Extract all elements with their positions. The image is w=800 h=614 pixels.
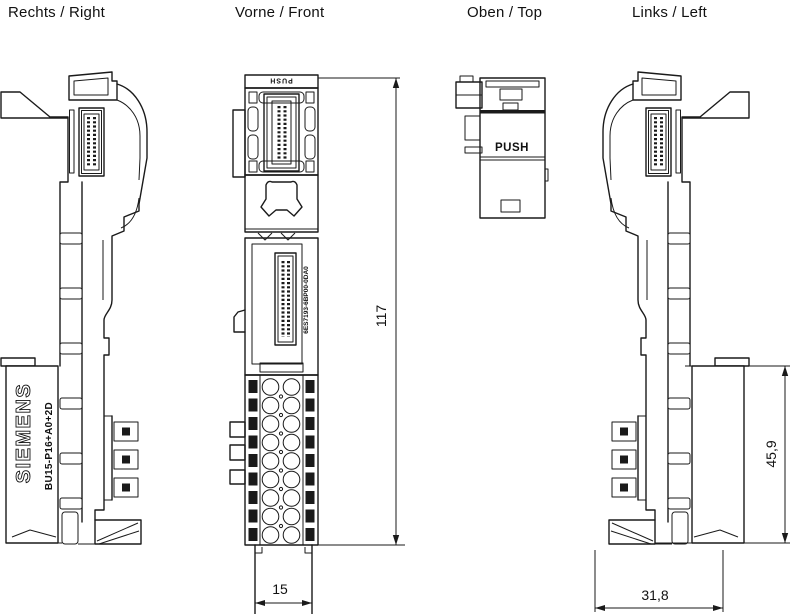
order-number-text: 6ES7193-6BP00-0DA0 — [303, 266, 310, 334]
housing-ribs — [59, 232, 83, 510]
view-label-left: Links / Left — [632, 4, 707, 21]
din-rail-bracket — [0, 91, 69, 119]
view-label-front: Vorne / Front — [235, 4, 325, 21]
dim-15-text: 15 — [272, 581, 288, 597]
dimension-117: 117 — [318, 77, 405, 546]
front-push-label: PUSH — [269, 77, 292, 84]
bus-connector — [78, 107, 105, 177]
push-label: PUSH — [495, 142, 529, 154]
shield-cutout — [260, 180, 303, 217]
view-label-right: Rechts / Right — [8, 4, 106, 21]
brand-text: SIEMENS — [13, 383, 35, 484]
rail-hook — [233, 309, 246, 333]
top-view-drawing: PUSH — [455, 75, 549, 219]
terminal-holes — [261, 378, 301, 544]
front-tab — [0, 357, 36, 367]
front-view-drawing: PUSH — [229, 74, 405, 614]
top-cap — [68, 71, 118, 101]
top-tab — [459, 75, 474, 82]
mirrored-side-profile — [601, 70, 751, 546]
front-label-body — [5, 365, 59, 544]
right-view-drawing: SIEMENS BU15-P16+A0+2D — [0, 71, 148, 545]
dim-45-9-text: 45,9 — [763, 440, 779, 467]
side-flange — [232, 109, 246, 178]
dimension-31-8: 31,8 — [594, 550, 724, 612]
mounting-shield-section — [244, 174, 319, 233]
dimension-15: 15 — [255, 581, 312, 606]
dimension-45-9: 45,9 — [655, 365, 790, 544]
wiring-tabs — [229, 421, 246, 485]
model-text: BU15-P16+A0+2D — [44, 402, 55, 490]
right-notch — [545, 168, 549, 182]
side-latch — [464, 115, 481, 141]
left-view-drawing: 45,9 31,8 — [594, 70, 790, 612]
front-upper-connector — [244, 87, 319, 176]
terminal-clamps — [248, 380, 315, 541]
side-profile-outline — [0, 71, 148, 545]
mounting-foot — [58, 511, 142, 545]
side-slot — [69, 109, 75, 174]
bottom-opening — [500, 199, 521, 213]
view-label-top: Oben / Top — [467, 4, 543, 21]
front-label-frame: 6ES7193-6BP00-0DA0 — [244, 237, 319, 376]
dim-31-8-text: 31,8 — [641, 587, 668, 603]
terminal-block — [229, 374, 319, 546]
divider-band — [480, 110, 545, 114]
release-notches — [257, 232, 296, 241]
terminal-openings — [104, 415, 139, 501]
top-body — [479, 77, 546, 219]
dim-117-text: 117 — [373, 305, 389, 328]
